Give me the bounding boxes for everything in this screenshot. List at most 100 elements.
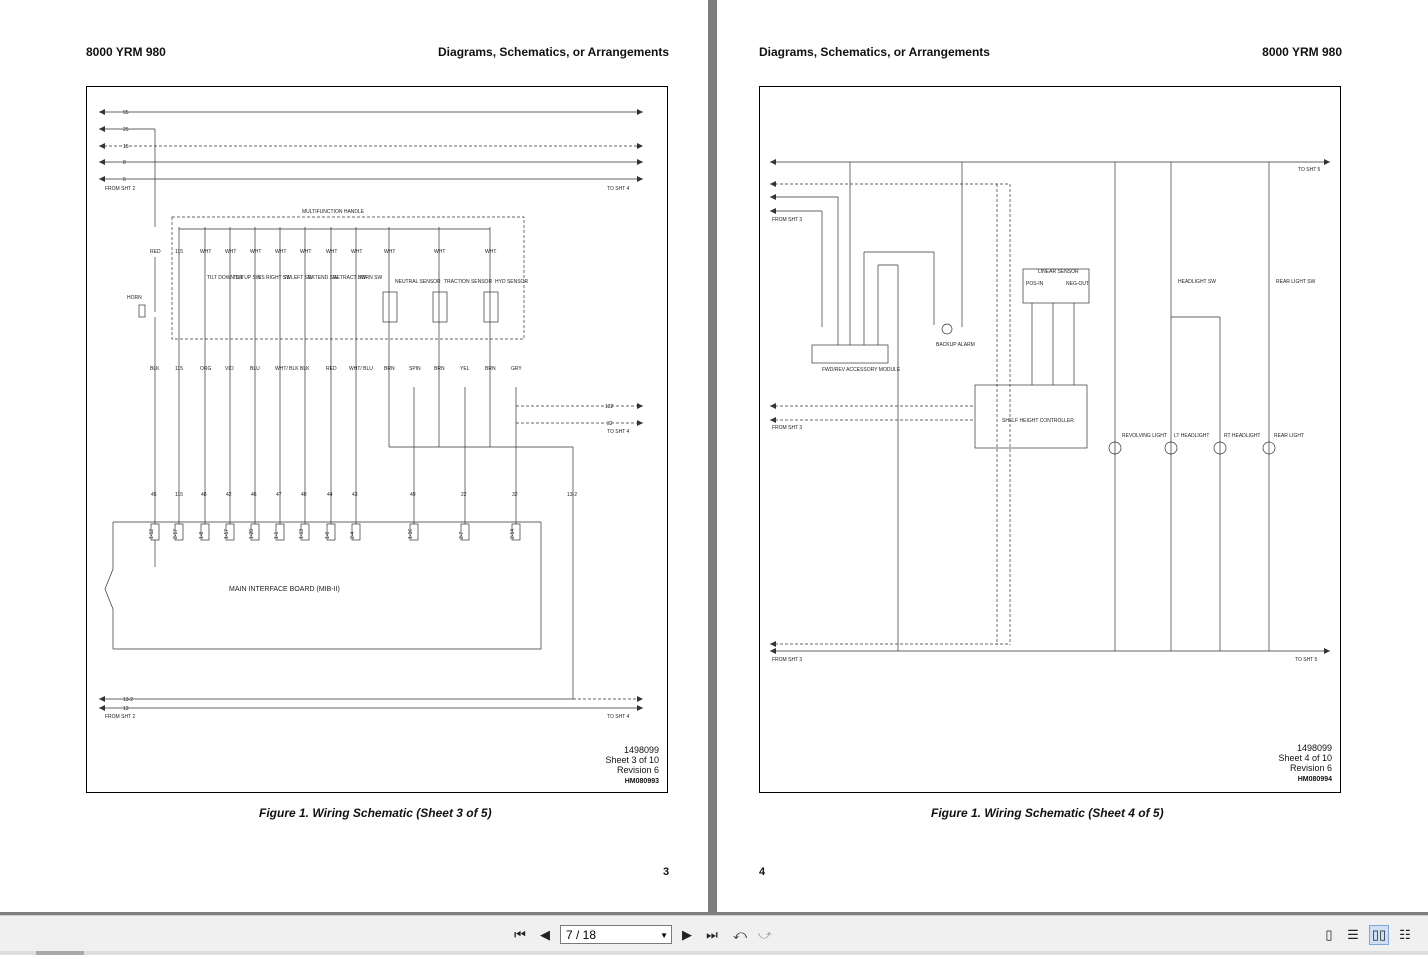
rear-light-switch-label: REAR LIGHT SW — [1276, 279, 1316, 285]
go-back-icon[interactable]: ⤺ — [733, 927, 747, 942]
mib-label: MAIN INTERFACE BOARD (MIB-II) — [229, 586, 340, 593]
figure-caption: Figure 1. Wiring Schematic (Sheet 4 of 5… — [931, 806, 1164, 820]
page-number: 4 — [759, 866, 766, 878]
color-label-wht: WHT — [434, 249, 445, 255]
page-number-select[interactable]: 7 / 18 ▼ — [560, 925, 672, 944]
color-label-wht-blu: WHT/ BLU — [349, 366, 373, 372]
page-indicator: 7 / 18 — [566, 928, 597, 942]
color-label-yel: YEL — [460, 366, 470, 372]
to-sheet-label: TO SHT 5 — [1295, 657, 1318, 663]
page-header-left: Diagrams, Schematics, or Arrangements — [759, 45, 990, 59]
from-sheet-label: FROM SHT 3 — [772, 217, 802, 223]
pdf-page-4: Diagrams, Schematics, or Arrangements 80… — [717, 0, 1428, 912]
schematic-drawing: 95 25 15 8 6 FROM SHT 2 TO SHT 4 MULTIFU… — [99, 109, 643, 720]
hm-code: HM080993 — [624, 778, 659, 785]
color-label-brn: BRN — [434, 366, 445, 372]
document-viewport[interactable]: 8000 YRM 980 Diagrams, Schematics, or Ar… — [0, 0, 1428, 915]
backup-alarm-label: BACKUP ALARM — [936, 342, 975, 348]
wire-num: 49 — [410, 492, 416, 498]
pin-label: 1-20 — [249, 529, 255, 539]
single-page-view-icon[interactable]: ▯ — [1325, 927, 1333, 942]
color-label-gry: GRY — [511, 366, 522, 372]
hyd-sensor-label: HYD SENSOR — [495, 279, 528, 285]
page-header-left: 8000 YRM 980 — [86, 45, 166, 59]
wire-num: 48 — [201, 492, 207, 498]
continuous-view-icon[interactable]: ☰ — [1347, 927, 1359, 942]
pin-label: 1-13 — [299, 529, 305, 539]
to-sheet-label: TO SHT 5 — [1298, 167, 1321, 173]
hm-code: HM080994 — [1297, 776, 1332, 783]
color-label-115: 115 — [175, 366, 183, 372]
pin-label: 2-17 — [173, 529, 179, 539]
wire-num: 13-2 — [567, 492, 577, 498]
horn-switch-label: HORN SW — [358, 275, 382, 281]
pin-label: 2-7 — [459, 532, 465, 539]
wire-label-15: 15 — [123, 144, 129, 150]
tilt-down-switch-label: TILT DOWN SW — [207, 275, 244, 281]
color-label-wht: WHT — [225, 249, 236, 255]
next-page-icon[interactable]: ▶ — [682, 927, 692, 942]
pin-label: 1-16 — [408, 529, 414, 539]
to-sheet-label: TO SHT 4 — [607, 714, 630, 720]
color-label-wht: WHT — [384, 249, 395, 255]
scrollbar-thumb[interactable] — [36, 951, 84, 955]
horizontal-scrollbar[interactable] — [0, 951, 1428, 955]
rear-light-label: REAR LIGHT — [1274, 433, 1304, 439]
wire-label-132: 132 — [605, 404, 614, 410]
color-label-wht: WHT — [300, 249, 311, 255]
color-label-wht: WHT — [351, 249, 362, 255]
wire-num: 47 — [276, 492, 282, 498]
color-label-wht: WHT — [485, 249, 496, 255]
revision: Revision 6 — [616, 765, 659, 775]
drawing-number: 1498099 — [623, 745, 659, 755]
lt-headlight-label: LT HEADLIGHT — [1174, 433, 1209, 439]
from-sheet-label: FROM SHT 3 — [772, 425, 802, 431]
wire-num: 115 — [175, 492, 183, 498]
wire-label-32: 32 — [607, 421, 613, 427]
continuous-facing-view-icon[interactable]: ☷ — [1399, 927, 1411, 942]
pos-in-label: POS-IN — [1026, 281, 1044, 287]
pin-label: 1-8 — [199, 532, 205, 539]
sheet-number: Sheet 3 of 10 — [605, 755, 659, 765]
retract-switch-label: RETRACT SW — [333, 275, 366, 281]
color-label-115: 115 — [175, 249, 183, 255]
ss-left-switch-label: SS LEFT SW — [283, 275, 313, 281]
module-label: FWD/REV ACCESSORY MODULE — [822, 367, 901, 373]
pin-label: 1-17 — [224, 529, 230, 539]
navigation-toolbar: ⏮ ◀ 7 / 18 ▼ ▶ ⏭ ⤺ ⤻ ▯ ☰ ▯▯ ☷ — [0, 915, 1428, 955]
color-label-wht: WHT — [200, 249, 211, 255]
rt-headlight-label: RT HEADLIGHT — [1224, 433, 1261, 439]
horn-label: HORN — [127, 295, 142, 301]
color-label-brn: BRN — [384, 366, 395, 372]
neg-out-label: NEG-OUT — [1066, 281, 1089, 287]
from-sheet-label: FROM SHT 2 — [105, 714, 135, 720]
revision: Revision 6 — [1289, 763, 1332, 773]
pin-label: 1-12 — [149, 529, 155, 539]
to-sheet-label: TO SHT 4 — [607, 429, 630, 435]
shelf-height-controller-label: SHELF HEIGHT CONTROLLER — [1002, 418, 1074, 424]
color-label-org: ORG — [200, 366, 212, 372]
page-number: 3 — [663, 866, 670, 878]
facing-pages-view-icon[interactable]: ▯▯ — [1369, 925, 1389, 945]
traction-sensor-label: TRACTION SENSOR — [444, 279, 492, 285]
wire-num: 45 — [151, 492, 157, 498]
multifunction-handle-label: MULTIFUNCTION HANDLE — [302, 209, 365, 215]
wire-label-6: 6 — [123, 177, 126, 183]
drawing-info: 1498099 Sheet 4 of 10 Revision 6 HM08099… — [1278, 743, 1332, 785]
page-header-right: 8000 YRM 980 — [1262, 45, 1342, 59]
previous-page-icon[interactable]: ◀ — [540, 927, 550, 942]
last-page-icon[interactable]: ⏭ — [706, 927, 718, 942]
wire-label-25: 25 — [123, 127, 129, 133]
wiring-schematic-sheet-4: FROM SHT 3 TO SHT 5 FWD/REV ACCESSORY MO… — [759, 86, 1341, 793]
color-label-blk: BLK — [300, 366, 310, 372]
page-header-right: Diagrams, Schematics, or Arrangements — [438, 45, 669, 59]
drawing-info: 1498099 Sheet 3 of 10 Revision 6 HM08099… — [605, 745, 659, 787]
wire-num: 32 — [512, 492, 518, 498]
color-label-brn: BRN — [485, 366, 496, 372]
tilt-up-switch-label: TILT UP SW — [233, 275, 261, 281]
wire-num: 46 — [251, 492, 257, 498]
pin-label: 2-4 — [350, 532, 356, 539]
first-page-icon[interactable]: ⏮ — [514, 927, 526, 942]
go-forward-icon[interactable]: ⤻ — [758, 927, 772, 942]
linear-sensor-label: LINEAR SENSOR — [1038, 269, 1079, 275]
